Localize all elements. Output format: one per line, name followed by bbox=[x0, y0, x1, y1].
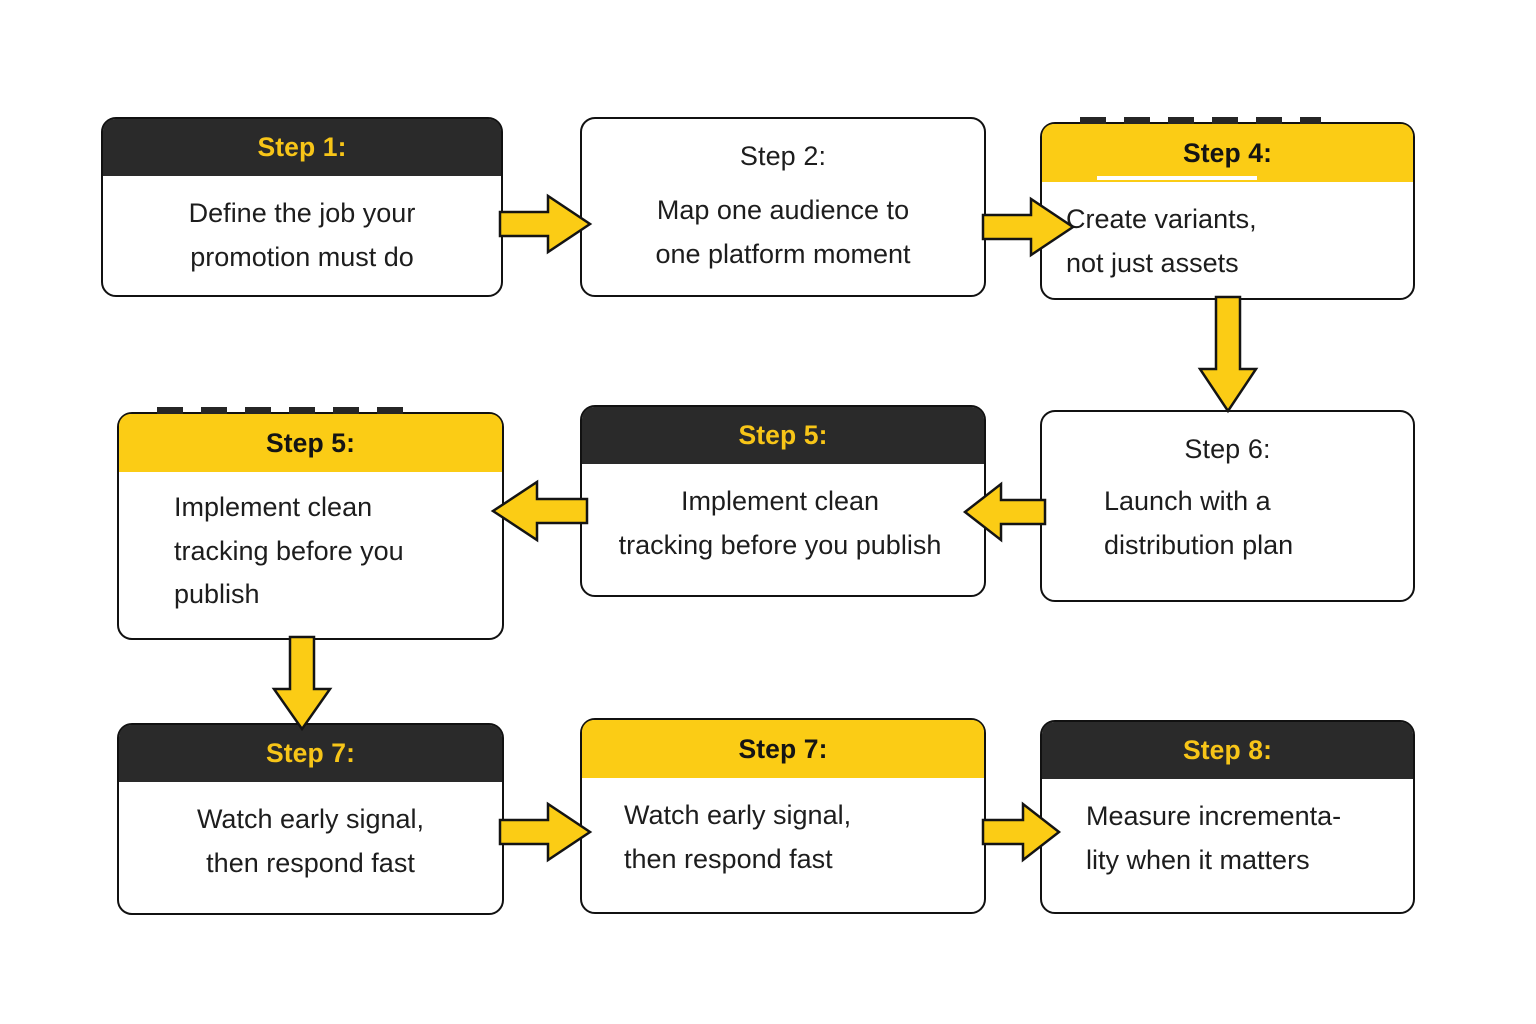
node-body-step2: Map one audience to one platform moment bbox=[655, 195, 911, 269]
dashed-edge-artifact-step5-left bbox=[157, 407, 406, 414]
node-title-step4: Step 4: bbox=[1182, 137, 1273, 168]
flowchart-node-step7-left[interactable]: Step 7: Watch early signal, then respond… bbox=[117, 723, 504, 915]
flowchart-node-step6[interactable]: Step 6: Launch with a distribution plan bbox=[1040, 410, 1415, 602]
node-title-step2: Step 2: bbox=[739, 141, 827, 171]
node-header-step7-left: Step 7: bbox=[119, 725, 502, 782]
flowchart-node-step7-mid[interactable]: Step 7: Watch early signal, then respond… bbox=[580, 718, 986, 914]
node-body-step8: Measure incrementa- lity when it matters bbox=[1086, 801, 1342, 875]
node-header-step5-mid: Step 5: bbox=[582, 407, 984, 464]
node-body-step5-mid: Implement clean tracking before you publ… bbox=[618, 486, 942, 560]
connector-arrow-step7mid-to-step8 bbox=[981, 800, 1062, 864]
node-body-step7-left: Watch early signal, then respond fast bbox=[196, 804, 425, 878]
connector-arrow-step7left-to-step7mid bbox=[498, 800, 593, 864]
connector-arrow-step4-to-step6 bbox=[1196, 295, 1260, 414]
node-title-step8: Step 8: bbox=[1182, 735, 1273, 765]
node-title-step1: Step 1: bbox=[257, 132, 347, 162]
node-header-step7-mid: Step 7: bbox=[582, 720, 984, 778]
flowchart-node-step4[interactable]: Step 4: Create variants, not just assets bbox=[1040, 117, 1415, 300]
connector-arrow-step5mid-to-step5left bbox=[490, 478, 589, 544]
node-title-step6: Step 6: bbox=[1184, 434, 1271, 464]
node-body-step5-left: Implement clean tracking before you publ… bbox=[174, 492, 404, 610]
white-underline-artifact-step4 bbox=[1097, 176, 1257, 180]
node-title-step7-left: Step 7: bbox=[265, 738, 356, 768]
node-header-step6: Step 6: bbox=[1042, 412, 1413, 474]
flowchart-node-step5-left[interactable]: Step 5: Implement clean tracking before … bbox=[117, 407, 504, 640]
node-body-step7-mid: Watch early signal, then respond fast bbox=[624, 800, 852, 874]
node-header-step8: Step 8: bbox=[1042, 722, 1413, 779]
node-body-step6: Launch with a distribution plan bbox=[1104, 486, 1294, 560]
flowchart-node-step2[interactable]: Step 2: Map one audience to one platform… bbox=[580, 117, 986, 297]
node-body-step4: Create variants, not just assets bbox=[1066, 204, 1257, 278]
dashed-edge-artifact-step4 bbox=[1080, 117, 1321, 124]
node-header-step5-left: Step 5: bbox=[119, 414, 502, 472]
connector-arrow-step5left-to-step7left bbox=[270, 635, 334, 732]
node-header-step2: Step 2: bbox=[582, 119, 984, 181]
flowchart-node-step1[interactable]: Step 1: Define the job your promotion mu… bbox=[101, 117, 503, 297]
node-body-step1: Define the job your promotion must do bbox=[188, 198, 416, 272]
node-title-step5-left: Step 5: bbox=[265, 427, 356, 458]
connector-arrow-step1-to-step2 bbox=[498, 192, 593, 256]
connector-arrow-step6-to-step5mid bbox=[962, 480, 1047, 544]
node-title-step7-mid: Step 7: bbox=[738, 733, 828, 764]
flowchart-node-step8[interactable]: Step 8: Measure incrementa- lity when it… bbox=[1040, 720, 1415, 914]
node-header-step4: Step 4: bbox=[1042, 124, 1413, 182]
node-header-step1: Step 1: bbox=[103, 119, 501, 176]
flowchart-node-step5-mid[interactable]: Step 5: Implement clean tracking before … bbox=[580, 405, 986, 597]
connector-arrow-step2-to-step4 bbox=[981, 195, 1076, 259]
node-title-step5-mid: Step 5: bbox=[738, 420, 828, 450]
